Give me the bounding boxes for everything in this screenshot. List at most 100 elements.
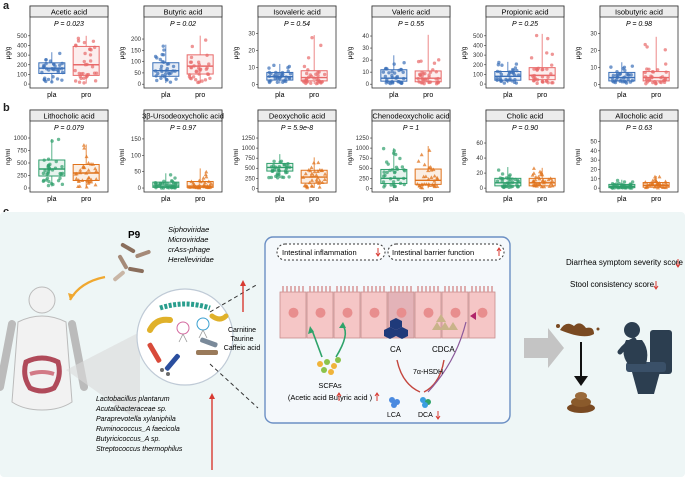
conversion-arrow xyxy=(427,321,467,393)
p-value-label: P = 0.023 xyxy=(54,21,84,28)
data-point xyxy=(287,165,292,169)
data-point xyxy=(284,165,289,170)
data-point xyxy=(621,66,625,71)
y-tick-label: 500 xyxy=(17,34,28,40)
data-point xyxy=(288,72,293,76)
data-point xyxy=(652,184,657,189)
data-point xyxy=(273,165,278,169)
title-strip xyxy=(485,109,565,122)
plot-title: Acetic acid xyxy=(51,8,87,17)
data-point xyxy=(502,81,507,85)
scfa-arrow-head xyxy=(339,322,346,328)
y-tick-label: 200 xyxy=(473,63,484,69)
data-point xyxy=(423,71,427,76)
x-tick-label: pro xyxy=(423,196,433,203)
data-point xyxy=(57,67,61,71)
data-point xyxy=(643,75,648,79)
y-axis-label: μg/g xyxy=(461,46,468,59)
y-tick-label: 10 xyxy=(590,65,597,71)
y-tick-label: 0 xyxy=(252,186,256,192)
plot-frame xyxy=(599,109,679,193)
data-point xyxy=(304,81,308,86)
data-point xyxy=(628,182,632,186)
data-point xyxy=(312,76,316,80)
data-point xyxy=(623,80,628,84)
data-point xyxy=(423,174,428,179)
data-point xyxy=(275,80,280,84)
data-point xyxy=(508,77,512,81)
data-point xyxy=(387,71,391,75)
data-point xyxy=(267,79,271,83)
data-point xyxy=(316,70,320,75)
dca-label: DCA xyxy=(418,412,433,419)
p-value-label: P = 1 xyxy=(403,125,419,132)
cell-nucleus xyxy=(450,307,461,318)
inflammation-box xyxy=(276,243,386,261)
data-point xyxy=(153,69,158,73)
data-point xyxy=(275,176,280,180)
data-point xyxy=(615,178,620,183)
y-tick-label: 30 xyxy=(590,158,597,164)
data-point xyxy=(499,79,504,83)
title-strip xyxy=(143,5,223,18)
data-point xyxy=(650,70,655,74)
box xyxy=(300,70,328,82)
x-tick-label: pro xyxy=(537,196,547,203)
y-tick-label: 200 xyxy=(131,37,142,43)
metabolite-list: Carnitine Taurine Caffeic acid xyxy=(224,327,261,352)
y-tick-label: 50 xyxy=(134,170,141,176)
data-point xyxy=(319,43,323,48)
data-point xyxy=(278,75,282,80)
data-point xyxy=(655,180,660,185)
data-point xyxy=(401,70,405,74)
x-tick-label: pro xyxy=(537,92,547,99)
data-point xyxy=(424,182,429,186)
data-point xyxy=(196,60,201,64)
y-tick-label: 40 xyxy=(476,156,483,162)
data-point xyxy=(187,74,192,79)
data-point xyxy=(160,52,164,57)
metabolite-item: Carnitine xyxy=(228,327,256,334)
data-point xyxy=(663,180,668,185)
data-point xyxy=(382,185,386,189)
data-point xyxy=(162,181,167,186)
data-point xyxy=(53,166,58,170)
data-point xyxy=(46,157,51,161)
data-point xyxy=(81,71,85,76)
data-point xyxy=(420,185,425,190)
data-point xyxy=(531,179,536,183)
data-point xyxy=(168,173,173,177)
data-point xyxy=(59,172,63,176)
data-point xyxy=(205,53,209,57)
y-tick-label: 30 xyxy=(362,46,369,52)
y-tick-label: 0 xyxy=(138,82,142,88)
data-point xyxy=(160,73,165,78)
data-point xyxy=(320,180,325,185)
data-point xyxy=(662,80,667,85)
y-tick-label: 500 xyxy=(17,161,28,167)
x-tick-label: pro xyxy=(423,92,433,99)
data-point xyxy=(306,75,311,79)
lca-label: LCA xyxy=(387,412,401,419)
data-point xyxy=(420,70,424,75)
data-point xyxy=(84,184,89,189)
data-point xyxy=(204,67,209,71)
data-point xyxy=(89,179,94,184)
y-tick-label: 250 xyxy=(17,174,28,180)
x-tick-label: pro xyxy=(651,92,661,99)
data-point xyxy=(81,143,86,147)
data-point xyxy=(93,166,98,171)
data-point xyxy=(316,81,320,85)
data-point xyxy=(88,59,93,63)
data-point xyxy=(543,179,548,184)
data-point xyxy=(86,160,91,165)
gut-microbiota-icon xyxy=(136,288,234,386)
plot-title: Isovaleric acid xyxy=(273,8,321,17)
data-point xyxy=(84,171,89,175)
y-tick-label: 300 xyxy=(473,53,484,59)
data-point xyxy=(50,168,55,172)
data-point xyxy=(516,178,520,183)
